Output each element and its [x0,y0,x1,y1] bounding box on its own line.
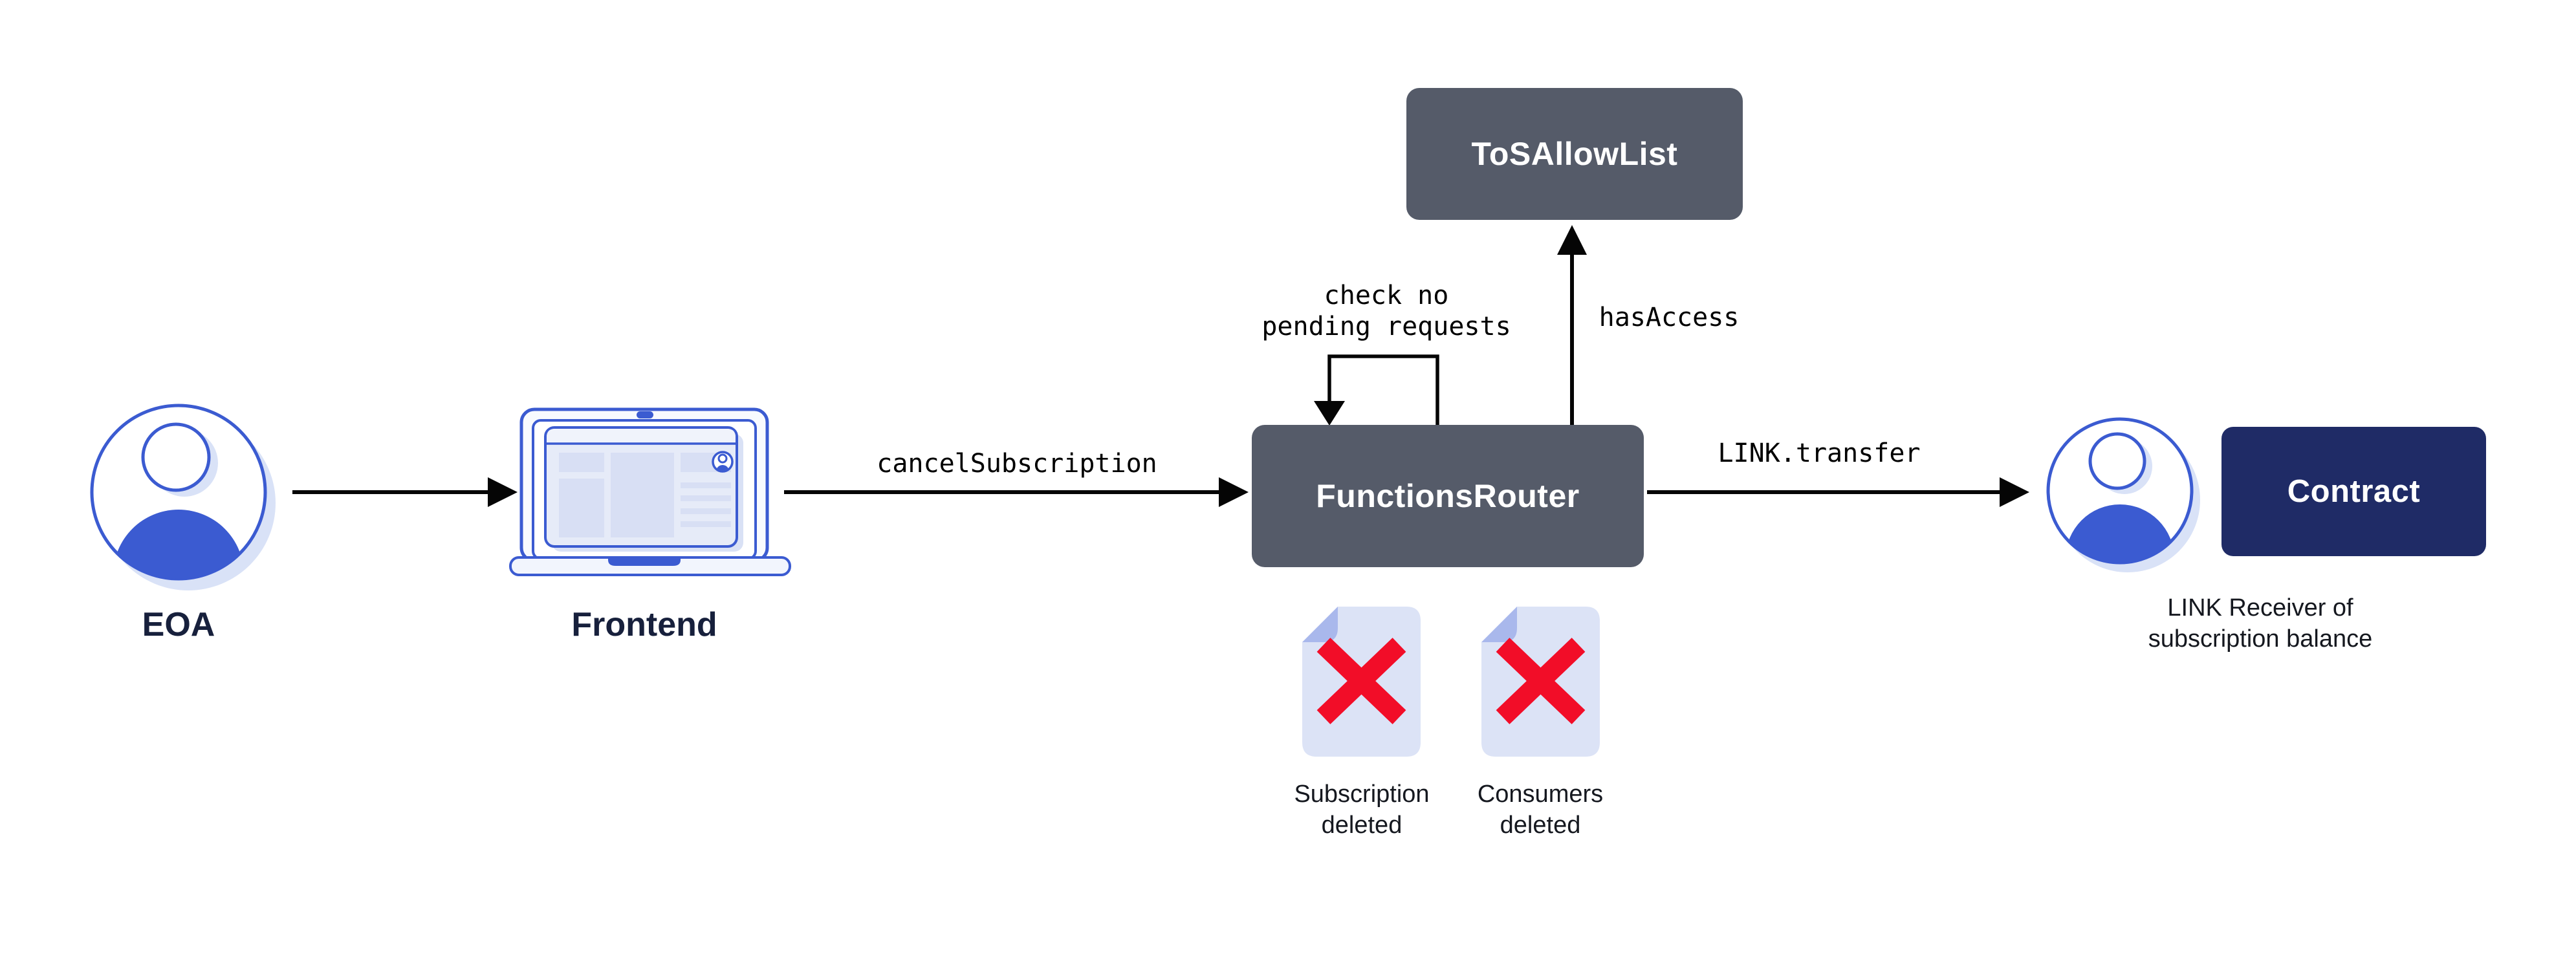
browser-header-bar [547,429,736,442]
subscription-deleted-label: Subscription deleted [1294,781,1430,839]
avatar-head [141,422,211,492]
laptop-camera-dot [637,411,653,418]
frontend-laptop-icon [509,407,791,576]
arrow-functionsrouter-to-receiver [1647,477,2029,507]
check-no-pending-requests-edge-label: check no pending requests [1261,281,1511,341]
link-receiver-avatar-icon [2046,417,2200,572]
tosallowlist-node: ToSAllowList [1406,88,1743,220]
browser-user-avatar-icon [712,451,734,473]
avatar-head [2088,432,2146,490]
consumers-deleted-doc-icon [1481,607,1600,757]
eoa-label: EOA [142,606,215,643]
doc-folded-corner [1302,607,1338,642]
link-transfer-edge-label: LINK.transfer [1718,438,1921,468]
avatar-shoulders [113,510,244,579]
arrow-functionsrouter-to-tosallowlist [1557,225,1587,425]
has-access-edge-label: hasAccess [1599,303,1740,332]
eoa-avatar-icon [90,404,276,590]
cancel-subscription-edge-label: cancelSubscription [877,449,1157,479]
laptop-notch [608,557,681,566]
red-x-icon [1496,638,1586,724]
arrow-frontend-to-functionsrouter [784,477,1249,507]
link-receiver-caption: LINK Receiver of subscription balance [2148,594,2373,653]
subscription-deleted-doc-icon [1302,607,1421,757]
consumers-deleted-label: Consumers deleted [1477,781,1604,839]
self-loop-check-pending-arrow [1314,354,1439,426]
frontend-label: Frontend [571,606,717,643]
arrow-eoa-to-frontend [292,477,518,507]
doc-folded-corner [1481,607,1517,642]
red-x-icon [1316,638,1406,724]
contract-node: Contract [2221,427,2486,556]
functionsrouter-node: FunctionsRouter [1252,425,1644,567]
avatar-shoulders [2066,504,2174,563]
